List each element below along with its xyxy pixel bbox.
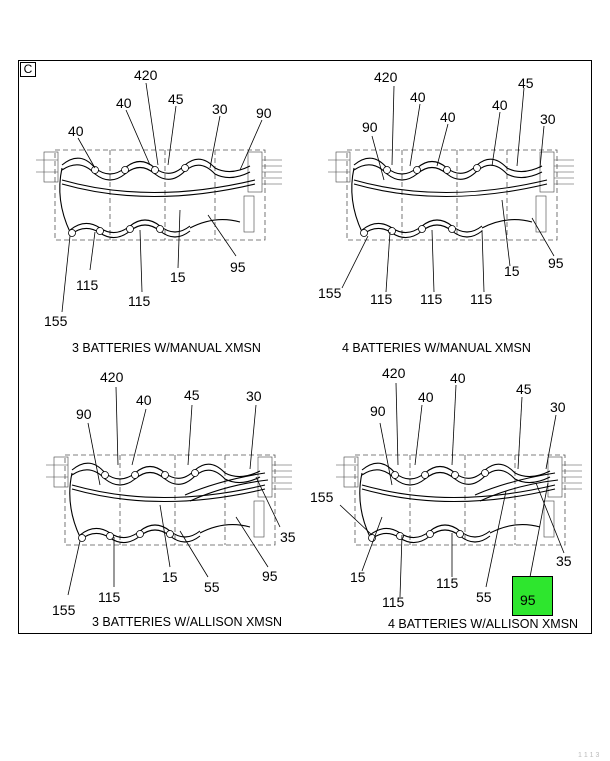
callout-15: 15: [162, 569, 178, 585]
callout-90: 90: [362, 119, 378, 135]
callout-90: 90: [370, 403, 386, 419]
view-3-batteries-manual: [35, 82, 283, 313]
callout-420: 420: [100, 369, 124, 385]
callout-115: 115: [128, 293, 151, 309]
callout-40: 40: [492, 97, 508, 113]
callout-15: 15: [504, 263, 520, 279]
callout-40: 40: [410, 89, 426, 105]
callout-95: 95: [262, 568, 278, 584]
callout-420: 420: [134, 67, 158, 83]
caption-view-3: 3 BATTERIES W/ALLISON XMSN: [92, 615, 282, 629]
callout-155: 155: [52, 602, 76, 618]
callout-155: 155: [318, 285, 342, 301]
callout-90: 90: [76, 406, 92, 422]
callout-40: 40: [418, 389, 434, 405]
highlighted-callout-box[interactable]: [512, 576, 553, 616]
callout-90: 90: [256, 105, 272, 121]
callout-55: 55: [476, 589, 492, 605]
callout-30: 30: [212, 101, 228, 117]
view-3-batteries-allison: [45, 386, 293, 596]
callout-45: 45: [168, 91, 184, 107]
callout-95: 95: [548, 255, 564, 271]
callout-45: 45: [516, 381, 532, 397]
callout-30: 30: [550, 399, 566, 415]
callout-115: 115: [76, 277, 99, 293]
callout-40: 40: [116, 95, 132, 111]
callout-55: 55: [204, 579, 220, 595]
callout-35: 35: [556, 553, 572, 569]
callout-115: 115: [382, 594, 405, 610]
callout-40: 40: [450, 370, 466, 386]
caption-view-2: 4 BATTERIES W/MANUAL XMSN: [342, 341, 531, 355]
callout-30: 30: [246, 388, 262, 404]
section-letter: C: [20, 62, 36, 77]
callout-115: 115: [420, 291, 443, 307]
callout-115: 115: [370, 291, 393, 307]
callout-40: 40: [440, 109, 456, 125]
callout-15: 15: [350, 569, 366, 585]
callout-115: 115: [470, 291, 493, 307]
callout-30: 30: [540, 111, 556, 127]
diagram-frame: [18, 60, 592, 634]
callout-35: 35: [280, 529, 296, 545]
callout-45: 45: [518, 75, 534, 91]
callout-115: 115: [98, 589, 121, 605]
footer-id: 1 1 1 3: [578, 752, 600, 759]
callout-155: 155: [44, 313, 68, 329]
caption-view-1: 3 BATTERIES W/MANUAL XMSN: [72, 341, 261, 355]
view-4-batteries-manual: [327, 85, 575, 293]
callout-40: 40: [136, 392, 152, 408]
callout-95: 95: [230, 259, 246, 275]
callout-40: 40: [68, 123, 84, 139]
callout-155: 155: [310, 489, 334, 505]
caption-view-4: 4 BATTERIES W/ALLISON XMSN: [388, 617, 578, 631]
callout-45: 45: [184, 387, 200, 403]
callout-115: 115: [436, 575, 459, 591]
callout-420: 420: [374, 69, 398, 85]
callout-15: 15: [170, 269, 186, 285]
callout-420: 420: [382, 365, 406, 381]
view-4-batteries-allison: [335, 382, 583, 598]
